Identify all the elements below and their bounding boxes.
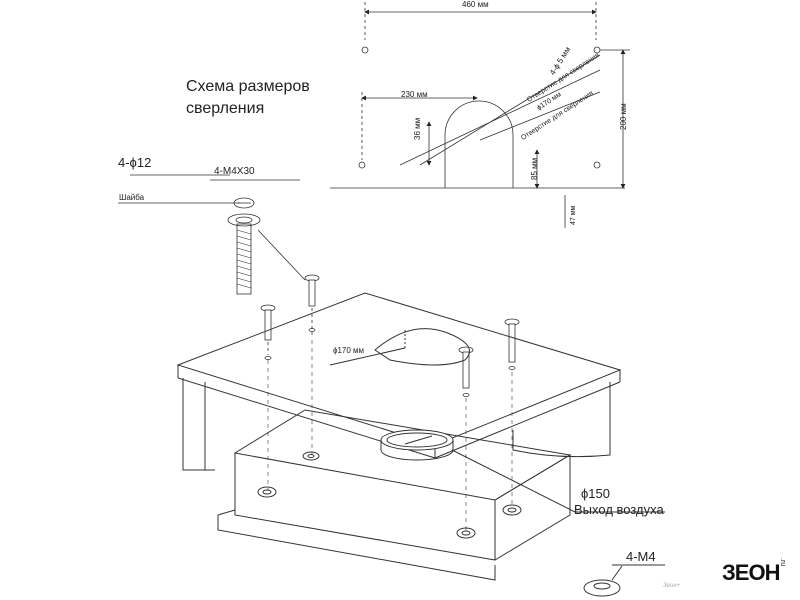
drill-hole [593,161,601,169]
brand-domain: .ru [779,558,786,567]
dimension-460: 460 мм [462,0,489,9]
alignment-lines [267,340,513,530]
washer-label: Шайба [119,193,145,202]
brand-logo: ЗEOH [722,560,780,585]
screw-spec-label: 4-M4X30 [214,166,255,177]
scheme-title-line2: сверления [186,100,265,117]
scheme-title-line1: Схема размеров [186,78,310,95]
drill-hole [361,46,369,54]
cabinet [176,292,622,471]
screws-row [260,274,520,397]
range-hood [217,409,665,597]
drill-hole [358,161,366,169]
mounting-screw [458,346,474,397]
dimension-230: 230 мм [401,90,428,99]
air-outlet-label: Выход воздуха [574,502,664,517]
mounting-screw [260,304,276,360]
outlet-diameter-label: ϕ150 [581,486,610,501]
screw-washer-detail [118,174,306,295]
brand-watermark: Зеон+ [663,583,681,589]
drilling-scheme [330,2,630,228]
washer-count-label: 4-ϕ12 [118,155,152,170]
dimension-47: 47 мм [570,205,577,225]
bottom-screw-label: 4-M4 [626,549,656,564]
cabinet-cutout-label: ϕ170 мм [333,346,365,355]
dimension-200: 200 мм [619,103,628,130]
dimension-85: 85 мм [530,157,539,180]
dimension-36: 36 мм [413,117,422,140]
mounting-screw [504,318,520,370]
mounting-screw [304,274,320,335]
